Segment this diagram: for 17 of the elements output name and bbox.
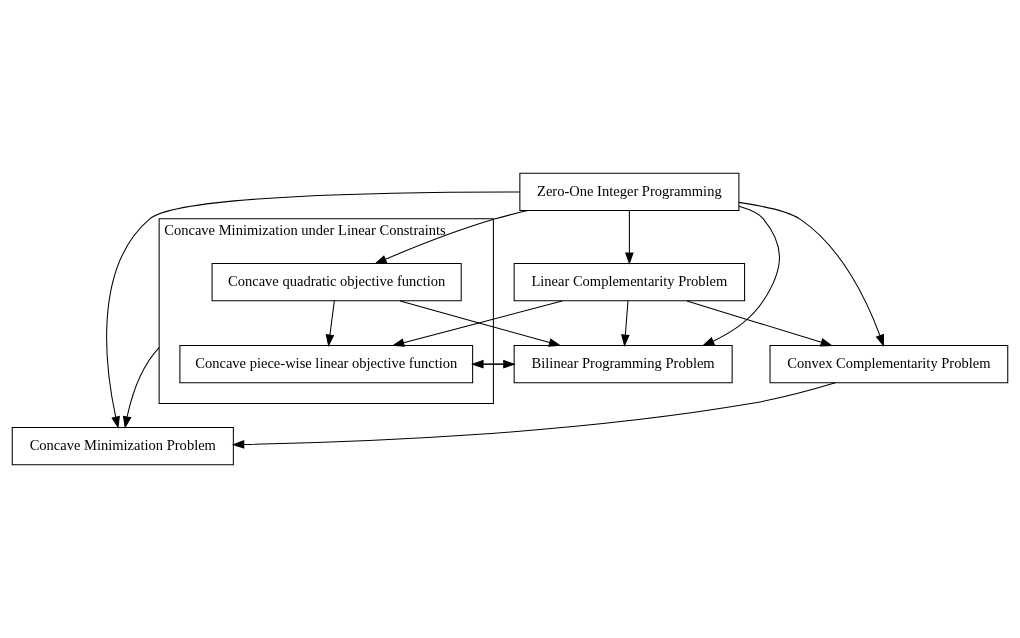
arrow	[122, 347, 160, 429]
arrow	[231, 382, 836, 449]
arrow	[621, 300, 630, 347]
node-box: Bilinear Programming Problem	[513, 344, 733, 384]
arrow	[374, 210, 529, 265]
arrow	[106, 191, 521, 429]
node-box: Concave piece-wise linear objective function	[179, 344, 474, 384]
node-box: Zero-One Integer Programming	[519, 172, 740, 212]
arrow	[325, 300, 335, 347]
arrow	[625, 210, 634, 265]
arrow	[701, 205, 780, 346]
node-box: Linear Complementarity Problem	[513, 262, 746, 302]
arrow	[686, 300, 833, 347]
node-box: Convex Complementarity Problem	[769, 344, 1009, 384]
node-box: Concave Minimization Problem	[11, 426, 234, 466]
node-box: Concave quadratic objective function	[211, 262, 462, 302]
arrow	[738, 201, 884, 347]
